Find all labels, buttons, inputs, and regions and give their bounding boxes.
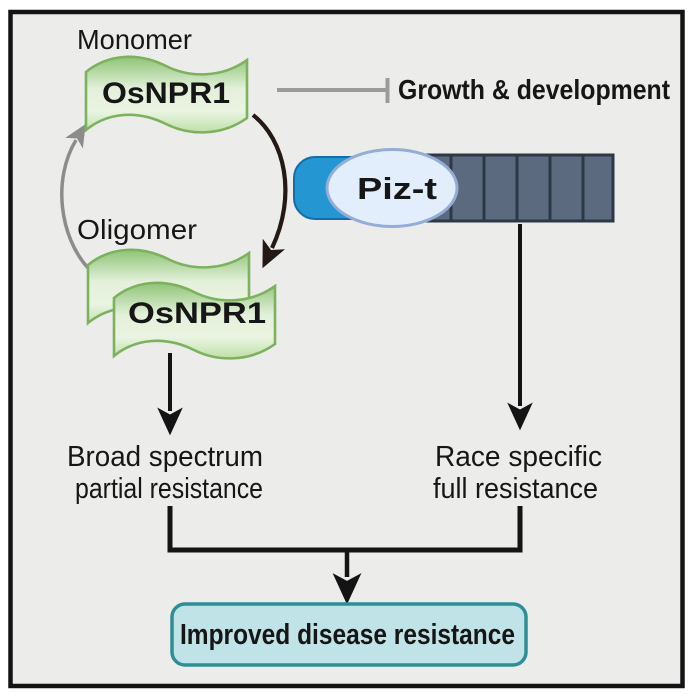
osnpr1-oligomer-label: OsNPR1 bbox=[128, 297, 266, 330]
osnpr1-monomer-label: OsNPR1 bbox=[102, 77, 230, 110]
oligomer-label: Oligomer bbox=[77, 214, 197, 245]
race-specific-label-line2: full resistance bbox=[433, 473, 598, 505]
improved-resistance-box bbox=[170, 602, 528, 667]
piz-t-label: Piz-t bbox=[357, 171, 437, 206]
monomer-label: Monomer bbox=[77, 24, 192, 55]
converging-connector-line bbox=[167, 506, 523, 553]
growth-development-label: Growth & development bbox=[398, 74, 670, 105]
monomer-to-oligomer-arrow bbox=[251, 113, 288, 269]
improved-resistance-label: Improved disease resistance bbox=[180, 619, 515, 651]
broad-spectrum-label-line2: partial resistance bbox=[75, 473, 263, 505]
race-specific-label-line1: Race specific bbox=[435, 441, 602, 473]
broad-spectrum-label-line1: Broad spectrum bbox=[67, 441, 263, 473]
piz-t-ellipse-shape bbox=[325, 148, 459, 228]
oligomer-to-monomer-arrow bbox=[60, 123, 90, 270]
